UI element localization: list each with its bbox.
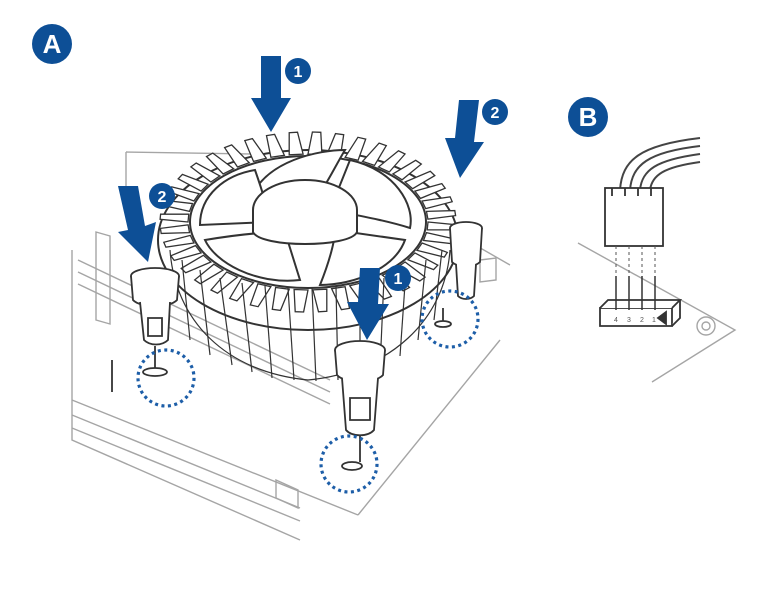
heatsink-fin — [159, 224, 191, 235]
panel-letter: B — [579, 102, 598, 132]
panel-letter: A — [43, 29, 62, 59]
pin-number-label: 2 — [640, 317, 644, 324]
heatsink-fin — [421, 196, 454, 210]
mounting-hole-front — [319, 434, 379, 494]
heatsink-fin — [312, 288, 328, 313]
heatsink-fin — [377, 150, 407, 173]
heatsink-fin — [293, 288, 309, 313]
heatsink-fin — [162, 234, 195, 248]
heatsink-fin — [193, 263, 225, 285]
fan — [189, 148, 427, 289]
heatsink-fin — [159, 213, 190, 223]
heatsink-fin — [228, 277, 255, 302]
heatsink-fin — [167, 186, 201, 202]
alignment-guides — [615, 246, 656, 300]
step-number-label: 1 — [394, 271, 403, 288]
heatsink-fin — [391, 159, 423, 181]
panel-label-a: A — [32, 24, 72, 64]
heatsink-fin — [415, 242, 449, 258]
step-number-label: 2 — [491, 105, 500, 122]
step-number-label: 2 — [158, 189, 167, 206]
panel-label-b: B — [568, 97, 608, 137]
heatsink-fin — [361, 142, 388, 167]
heatsink-fin — [205, 152, 235, 175]
motherboard-b — [577, 242, 737, 383]
heatsink-fin — [307, 131, 323, 156]
mounting-hole-highlights — [136, 289, 480, 494]
fan-cable-plug — [604, 187, 664, 247]
push-pin-front — [334, 340, 386, 471]
step-badge-front: 1 — [385, 265, 411, 291]
arrow-down-icon — [251, 56, 291, 132]
press-arrows — [118, 56, 484, 340]
fan-header — [599, 276, 683, 327]
pin-number-label: 3 — [627, 317, 631, 324]
mounting-hole-left — [136, 348, 196, 408]
heatsink-fin — [177, 173, 210, 192]
heatsink-fin — [288, 131, 304, 156]
step-number-label: 1 — [294, 64, 303, 81]
heatsink-fin — [189, 162, 222, 183]
arrow-down-icon — [445, 100, 484, 178]
heatsink-fin — [209, 271, 239, 294]
arrow-down-icon — [118, 186, 156, 262]
heatsink-fin — [271, 286, 291, 312]
push-pin-left — [111, 267, 180, 392]
step-badge-left: 2 — [149, 183, 175, 209]
pin-number-label: 1 — [652, 317, 656, 324]
heatsink-fin — [413, 182, 447, 200]
pin-number-label: 4 — [614, 317, 618, 324]
push-pin-right — [434, 221, 483, 328]
heatsink-fin — [265, 133, 286, 159]
heatsink-fin — [425, 209, 457, 220]
heatsink-fin — [243, 137, 268, 163]
mounting-hole-right — [420, 289, 480, 349]
heatsink-fin — [403, 170, 436, 190]
heatsink-fin — [406, 252, 439, 271]
header-pins — [615, 276, 656, 310]
heatsink-fins — [159, 131, 457, 313]
heatsink-fin — [180, 254, 213, 274]
arrow-down-icon — [347, 268, 389, 340]
heatsink-fin — [223, 144, 251, 168]
fan-cable — [619, 137, 701, 191]
pin-numbers: 4 3 2 1 — [614, 317, 656, 324]
step-badge-right: 2 — [482, 99, 508, 125]
step-badge-top: 1 — [285, 58, 311, 84]
heatsink-fin — [344, 136, 367, 161]
